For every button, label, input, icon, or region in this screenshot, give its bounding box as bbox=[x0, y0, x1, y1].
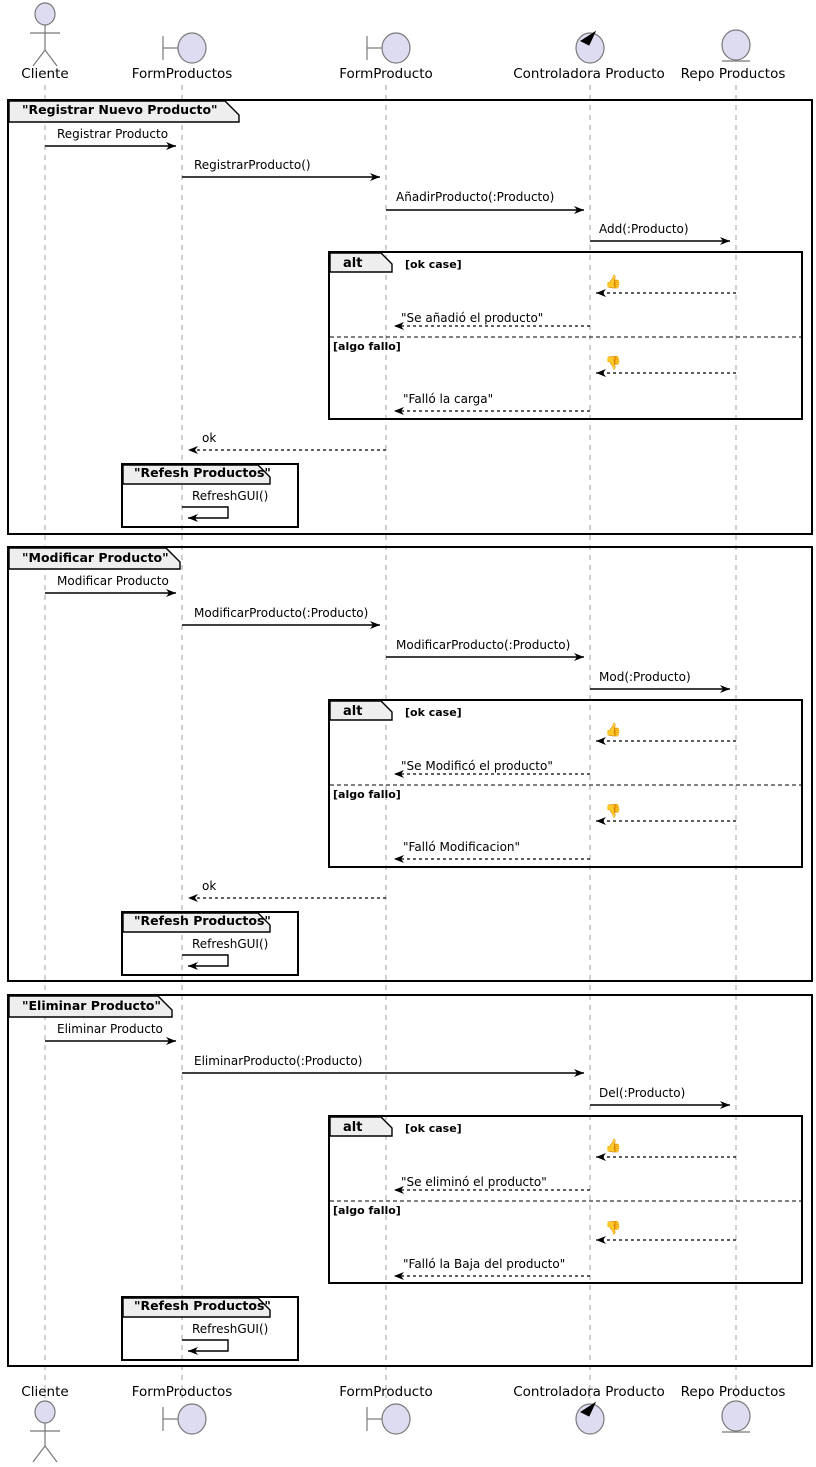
alt-fragment-modificar bbox=[328, 699, 803, 868]
message-label-se-modifico: "Se Modificó el producto" bbox=[401, 759, 553, 773]
message-label-refreshgui-modificar: RefreshGUI() bbox=[192, 937, 269, 951]
alt-guard-ok-modificar: [ok case] bbox=[405, 706, 462, 719]
boundary-icon-bottom-formproductos bbox=[162, 1403, 207, 1435]
message-label-eliminar-producto: Eliminar Producto bbox=[57, 1022, 163, 1036]
message-label-anadirproducto: AñadirProducto(:Producto) bbox=[396, 190, 555, 204]
message-label-refreshgui-registrar: RefreshGUI() bbox=[192, 489, 269, 503]
actor-icon-bottom bbox=[30, 1400, 60, 1463]
alt-keyword-registrar: alt bbox=[343, 256, 363, 271]
group-frame-registrar bbox=[7, 99, 813, 535]
alt-returns-eliminar bbox=[394, 1153, 736, 1280]
entity-icon-bottom bbox=[721, 1400, 751, 1433]
group-title-modificar: "Modificar Producto" bbox=[22, 550, 169, 565]
refresh-fragment-eliminar bbox=[121, 1296, 299, 1361]
self-message-modificar bbox=[182, 954, 229, 970]
message-label-modificar-producto: Modificar Producto bbox=[57, 574, 169, 588]
control-icon-top bbox=[575, 30, 605, 64]
message-label-refreshgui-eliminar: RefreshGUI() bbox=[192, 1322, 269, 1336]
boundary-icon-bottom-formproducto bbox=[366, 1403, 411, 1435]
alt-guard-fallo-modificar: [algo fallo] bbox=[333, 788, 401, 801]
message-label-fallo-modificacion: "Falló Modificacion" bbox=[403, 840, 521, 854]
messages-modificar bbox=[45, 589, 730, 693]
control-icon-bottom bbox=[575, 1401, 605, 1435]
alt-keyword-modificar: alt bbox=[343, 704, 363, 719]
alt-fragment-eliminar bbox=[328, 1115, 803, 1284]
thumbs-up-icon-eliminar: 👍 bbox=[605, 1139, 622, 1154]
message-label-ok-registrar: ok bbox=[202, 431, 217, 445]
alt-guard-fallo-registrar: [algo fallo] bbox=[333, 340, 401, 353]
boundary-icon-top-formproductos bbox=[162, 32, 207, 64]
self-message-registrar bbox=[182, 506, 229, 522]
participant-label-formproductos-top: FormProductos bbox=[131, 66, 233, 82]
refresh-title-eliminar: "Refesh Productos" bbox=[134, 1298, 271, 1313]
group-title-registrar: "Registrar Nuevo Producto" bbox=[22, 102, 218, 117]
entity-icon-top bbox=[721, 29, 751, 62]
group-frame-modificar bbox=[7, 546, 813, 982]
message-label-registrarproducto: RegistrarProducto() bbox=[194, 158, 311, 172]
messages-eliminar bbox=[45, 1037, 730, 1109]
thumbs-up-icon-modificar: 👍 bbox=[605, 723, 622, 738]
participant-label-formproducto-top: FormProducto bbox=[339, 66, 433, 82]
refresh-fragment-registrar bbox=[121, 463, 299, 528]
message-label-registrar-producto: Registrar Producto bbox=[57, 127, 169, 141]
thumbs-up-icon-registrar: 👍 bbox=[605, 275, 622, 290]
message-label-se-elimino: "Se eliminó el producto" bbox=[401, 1175, 547, 1189]
alt-guard-ok-eliminar: [ok case] bbox=[405, 1122, 462, 1135]
refresh-title-modificar: "Refesh Productos" bbox=[134, 913, 271, 928]
participant-label-cliente-top: Cliente bbox=[21, 66, 69, 82]
message-label-add-producto: Add(:Producto) bbox=[599, 222, 689, 236]
boundary-icon-top-formproducto bbox=[366, 32, 411, 64]
actor-icon-top bbox=[30, 2, 60, 67]
alt-returns-registrar bbox=[394, 289, 736, 415]
message-label-se-anadio: "Se añadió el producto" bbox=[401, 311, 544, 325]
message-label-eliminarproducto: EliminarProducto(:Producto) bbox=[194, 1054, 363, 1068]
participant-label-controladora-top: Controladora Producto bbox=[513, 66, 665, 82]
alt-guard-ok-registrar: [ok case] bbox=[405, 258, 462, 271]
alt-keyword-eliminar: alt bbox=[343, 1120, 363, 1135]
thumbs-down-icon-registrar: 👎 bbox=[605, 356, 622, 371]
participant-label-formproductos-bottom: FormProductos bbox=[131, 1384, 233, 1400]
participant-label-formproducto-bottom: FormProducto bbox=[339, 1384, 433, 1400]
self-message-eliminar bbox=[182, 1339, 229, 1355]
alt-returns-modificar bbox=[394, 737, 736, 863]
lifelines bbox=[44, 85, 737, 1398]
alt-fragment-registrar bbox=[328, 251, 803, 420]
participant-label-cliente-bottom: Cliente bbox=[21, 1384, 69, 1400]
message-label-ok-modificar: ok bbox=[202, 879, 217, 893]
message-label-fallo-baja: "Falló la Baja del producto" bbox=[403, 1257, 566, 1271]
message-label-fallo-carga: "Falló la carga" bbox=[403, 392, 494, 406]
group-frame-eliminar bbox=[7, 994, 813, 1367]
refresh-title-registrar: "Refesh Productos" bbox=[134, 465, 271, 480]
message-label-del-producto: Del(:Producto) bbox=[599, 1086, 686, 1100]
thumbs-down-icon-modificar: 👎 bbox=[605, 804, 622, 819]
alt-guard-fallo-eliminar: [algo fallo] bbox=[333, 1204, 401, 1217]
messages-registrar bbox=[45, 142, 730, 245]
group-title-eliminar: "Eliminar Producto" bbox=[22, 998, 162, 1013]
thumbs-down-icon-eliminar: 👎 bbox=[605, 1221, 622, 1236]
message-label-mod-producto: Mod(:Producto) bbox=[599, 670, 691, 684]
participant-label-repo-top: Repo Productos bbox=[680, 66, 786, 82]
message-label-modificarproducto-2: ModificarProducto(:Producto) bbox=[396, 638, 571, 652]
participant-label-repo-bottom: Repo Productos bbox=[680, 1384, 786, 1400]
refresh-fragment-modificar bbox=[121, 911, 299, 976]
participant-label-controladora-bottom: Controladora Producto bbox=[513, 1384, 665, 1400]
message-label-modificarproducto-1: ModificarProducto(:Producto) bbox=[194, 606, 369, 620]
